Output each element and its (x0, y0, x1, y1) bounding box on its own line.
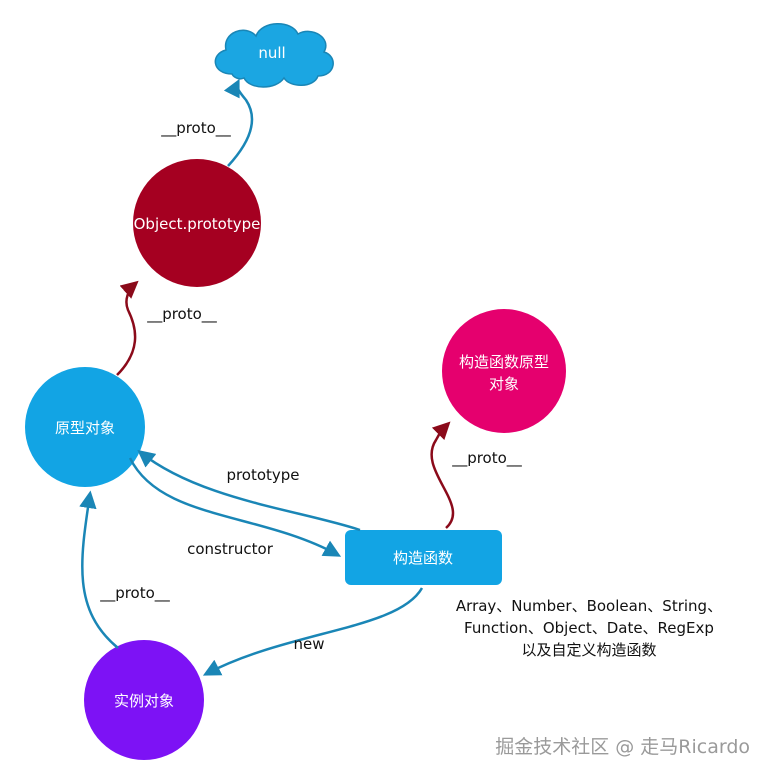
instance-object-node: 实例对象 (84, 640, 204, 760)
null-cloud-node: null (214, 23, 334, 88)
prototype-object-node: 原型对象 (25, 367, 145, 487)
object-prototype-label: Object.prototype (134, 215, 261, 233)
constructor-function-label: 构造函数 (393, 549, 453, 567)
watermark: 掘金技术社区 @ 走马Ricardo (495, 736, 750, 758)
prototype-object-label: 原型对象 (55, 419, 115, 437)
edge-object-prototype-to-null (223, 78, 254, 167)
prototype-object-circle (25, 367, 145, 487)
edge-label-proto-constructor-prototype: __proto__ (451, 449, 522, 468)
edge-new (202, 587, 424, 676)
edge-label-proto-object-prototype: __proto__ (146, 305, 217, 324)
constructor-function-node: 构造函数 (345, 530, 502, 585)
null-cloud-shape (214, 23, 334, 88)
constructor-function-rect (345, 530, 502, 585)
note-line-1: Array、Number、Boolean、String、 (456, 597, 722, 615)
object-prototype-node: Object.prototype (133, 159, 261, 287)
null-label: null (258, 44, 285, 62)
note-line-2: Function、Object、Date、RegExp (464, 619, 714, 637)
edge-label-constructor: constructor (187, 540, 274, 558)
constructor-prototype-circle (442, 309, 566, 433)
edge-label-proto-instance: __proto__ (99, 584, 170, 603)
edge-prototype-object-to-object-prototype (116, 280, 139, 376)
constructor-prototype-label-line1: 构造函数原型 (459, 353, 549, 371)
edge-prototype (137, 449, 361, 532)
edge-label-proto-null: __proto__ (160, 119, 231, 138)
edge-label-prototype: prototype (226, 466, 299, 484)
edge-constructor-fn-proto (430, 421, 455, 529)
edge-label-new: new (293, 635, 324, 653)
edge-constructor (128, 457, 342, 557)
edge-instance-proto (79, 490, 119, 649)
note-line-3: 以及自定义构造函数 (521, 641, 656, 659)
constructor-prototype-node: 构造函数原型 对象 (442, 309, 566, 433)
constructor-prototype-label-line2: 对象 (489, 375, 519, 393)
instance-object-label: 实例对象 (114, 692, 174, 710)
object-prototype-circle (133, 159, 261, 287)
instance-object-circle (84, 640, 204, 760)
